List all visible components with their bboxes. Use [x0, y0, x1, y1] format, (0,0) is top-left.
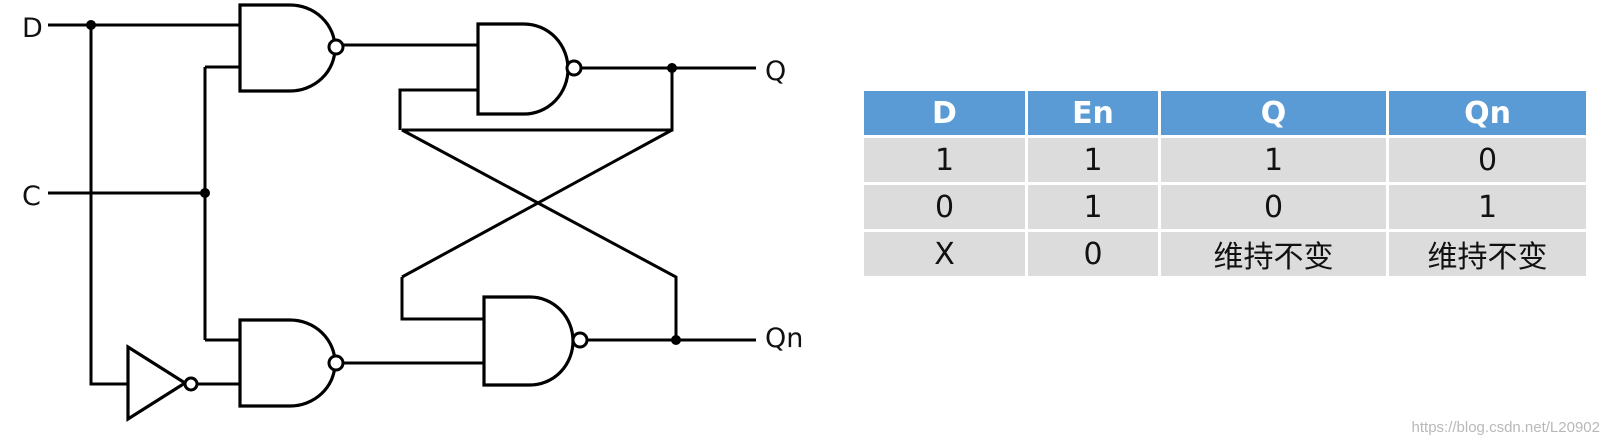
nand-bubble-latch-qn: [571, 331, 589, 349]
nand-gate-top-input: [238, 3, 337, 93]
cell-qn: 维持不变: [1389, 232, 1586, 276]
truth-table: D En Q Qn 1 1 1 0 0 1 0 1 X 0 维持不变 维持不变: [861, 88, 1589, 279]
table-row: 1 1 1 0: [864, 138, 1586, 182]
cell-q: 维持不变: [1161, 232, 1386, 276]
not-bubble: [183, 376, 199, 392]
cell-d: 1: [864, 138, 1025, 182]
cell-d: 0: [864, 185, 1025, 229]
watermark: https://blog.csdn.net/L20902: [1411, 419, 1600, 436]
cell-d: X: [864, 232, 1025, 276]
wire-d-to-inverter: [89, 25, 128, 386]
junction-q: [667, 63, 677, 73]
header-en: En: [1028, 91, 1158, 135]
wire-q-feedback: [401, 68, 678, 340]
input-label-c: C: [22, 181, 41, 212]
nand-gate-latch-qn: [482, 295, 575, 387]
truth-table-header-row: D En Q Qn: [864, 91, 1586, 135]
junction-qn: [671, 335, 681, 345]
header-qn: Qn: [1389, 91, 1586, 135]
cell-en: 1: [1028, 185, 1158, 229]
cell-q: 1: [1161, 138, 1386, 182]
d-latch-circuit: D C Q Qn: [22, 3, 803, 422]
wire-qn-feedback: [398, 88, 673, 321]
not-gate: [126, 344, 188, 422]
cell-en: 0: [1028, 232, 1158, 276]
junction-d: [86, 20, 96, 30]
header-d: D: [864, 91, 1025, 135]
nand-bubble-bottom-input: [327, 354, 345, 372]
cell-qn: 1: [1389, 185, 1586, 229]
table-row: X 0 维持不变 维持不变: [864, 232, 1586, 276]
cell-q: 0: [1161, 185, 1386, 229]
nand-bubble-top-input: [327, 38, 345, 56]
header-q: Q: [1161, 91, 1386, 135]
junction-c: [200, 188, 210, 198]
output-label-q: Q: [765, 56, 786, 87]
nand-gate-bottom-input: [238, 318, 337, 408]
output-label-qn: Qn: [765, 323, 803, 354]
nand-bubble-latch-q: [565, 59, 583, 77]
nand-gate-latch-q: [476, 22, 570, 116]
table-row: 0 1 0 1: [864, 185, 1586, 229]
cell-qn: 0: [1389, 138, 1586, 182]
cell-en: 1: [1028, 138, 1158, 182]
input-label-d: D: [22, 13, 43, 44]
